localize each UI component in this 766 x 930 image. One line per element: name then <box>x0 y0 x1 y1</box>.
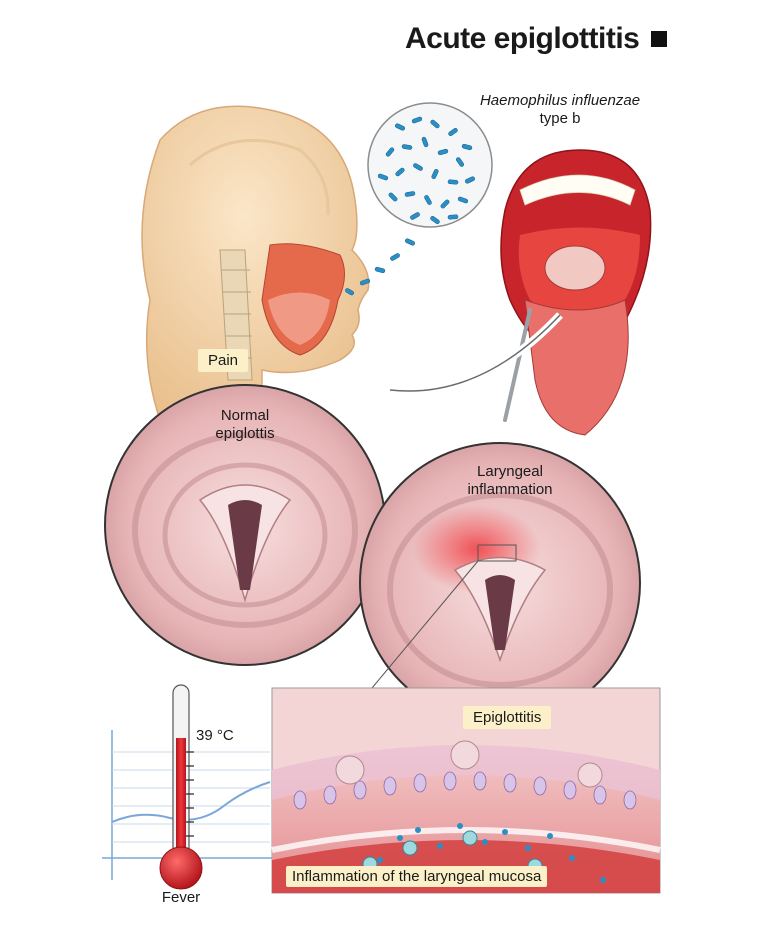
normal-epiglottis-circle <box>104 384 386 666</box>
bacteria-name: Haemophilus influenzae <box>479 92 641 109</box>
normal-line2: epiglottis <box>215 425 275 442</box>
bacteria-magnified <box>345 102 493 296</box>
bacteria-label: Haemophilus influenzae type b <box>460 92 660 128</box>
laryngeal-line2: inflammation <box>467 481 553 498</box>
title-text: Acute epiglottitis <box>405 22 640 55</box>
mucosa-label: Inflammation of the laryngeal mucosa <box>286 866 548 887</box>
normal-line1: Normal <box>220 407 270 424</box>
inflamed-larynx-circle <box>359 442 641 724</box>
bacteria-type: type b <box>539 110 581 127</box>
thermometer <box>159 684 203 890</box>
laryngeal-inflammation-label: Laryngeal inflammation <box>450 463 570 499</box>
open-mouth <box>389 149 652 436</box>
fever-label: Fever <box>161 889 201 906</box>
pain-label: Pain <box>198 349 249 372</box>
page-title: Acute epiglottitis <box>405 22 668 56</box>
temperature-label: 39 °C <box>196 727 234 744</box>
laryngeal-line1: Laryngeal <box>477 463 543 480</box>
normal-epiglottis-label: Normal epiglottis <box>195 407 295 443</box>
title-square-icon <box>651 31 668 47</box>
epiglottitis-label: Epiglottitis <box>463 706 552 729</box>
head-profile <box>141 105 370 421</box>
